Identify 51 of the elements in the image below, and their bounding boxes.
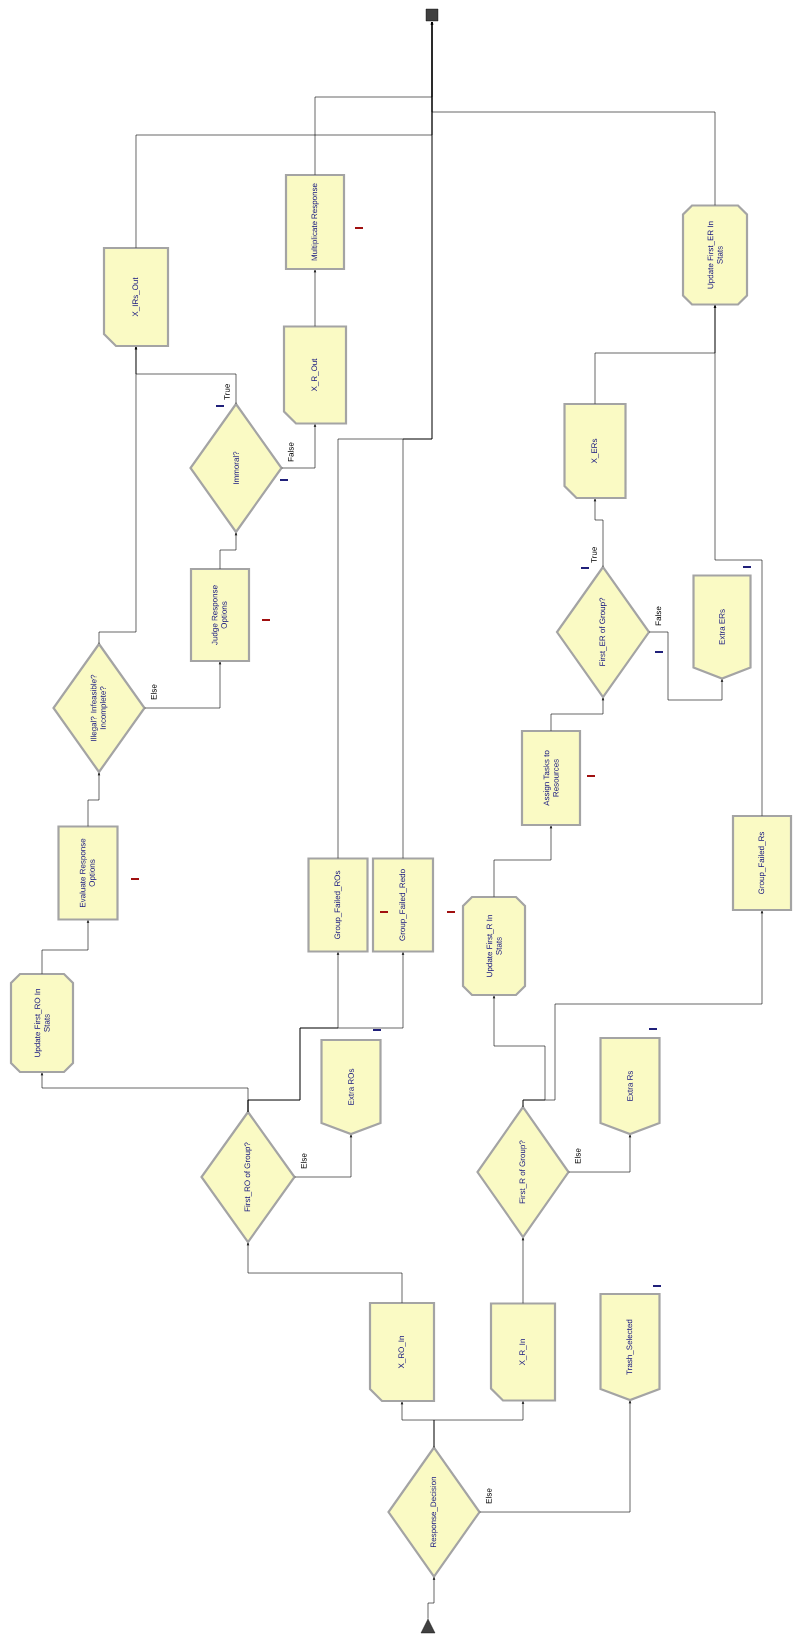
- connector: [219, 532, 238, 570]
- connector: [294, 1134, 353, 1178]
- record-box: Update First_ER In Stats: [681, 204, 749, 306]
- edge-label: False: [654, 605, 662, 627]
- connector: [246, 1242, 403, 1304]
- connector: [433, 1401, 525, 1448]
- connector: [713, 305, 763, 817]
- entry-triangle: [420, 1618, 436, 1634]
- connector: [522, 910, 764, 1108]
- process-box: Multiplicate Response: [284, 173, 346, 271]
- dispose-box: Extra ROs: [320, 1038, 382, 1136]
- process-box: Evaluate Response Options: [57, 825, 119, 921]
- exit-square: [425, 8, 439, 22]
- connector: [87, 772, 101, 827]
- connector: [493, 825, 553, 898]
- process-box: Group_Failed_Rs: [731, 814, 793, 912]
- record-box: Update First_RO In Stats: [9, 972, 75, 1074]
- edge-label: Else: [574, 1147, 582, 1165]
- connector: [41, 920, 90, 975]
- connector: [427, 1577, 436, 1620]
- connector: [281, 424, 317, 469]
- dispose-box: Extra Rs: [599, 1036, 661, 1136]
- dispose-box: Extra ERs: [692, 574, 752, 680]
- station-box: X_IRs_Out: [102, 246, 170, 348]
- connector: [313, 269, 317, 327]
- connector: [134, 346, 237, 405]
- edge-label: Else: [485, 1487, 493, 1505]
- edge-label: True: [590, 546, 598, 564]
- connector: [648, 631, 724, 701]
- process-box: Group_Failed_ROs: [307, 857, 369, 953]
- connector: [402, 21, 434, 859]
- edge-label: Else: [300, 1152, 308, 1170]
- connector: [479, 1400, 632, 1513]
- edge-label: False: [287, 441, 295, 463]
- connector: [568, 1134, 632, 1173]
- connector: [593, 498, 604, 568]
- connector: [550, 697, 605, 732]
- station-box: X_R_Out: [282, 325, 348, 425]
- station-box: X_R_In: [489, 1302, 557, 1402]
- edge-label: True: [223, 383, 231, 401]
- process-box: Group_Failed_Redo: [371, 857, 435, 953]
- edge-label: Else: [150, 683, 158, 701]
- connector: [144, 661, 222, 709]
- process-box: Judge Response Options: [189, 567, 251, 663]
- record-box: Update First_R In Stats: [461, 895, 527, 997]
- station-box: X_ERs: [563, 402, 627, 500]
- connector: [247, 952, 405, 1113]
- process-box: Assign Tasks to Resources: [520, 729, 582, 827]
- dispose-box: Trash_Selected: [599, 1292, 661, 1402]
- station-box: X_RO_In: [368, 1301, 436, 1403]
- connector: [521, 1237, 525, 1304]
